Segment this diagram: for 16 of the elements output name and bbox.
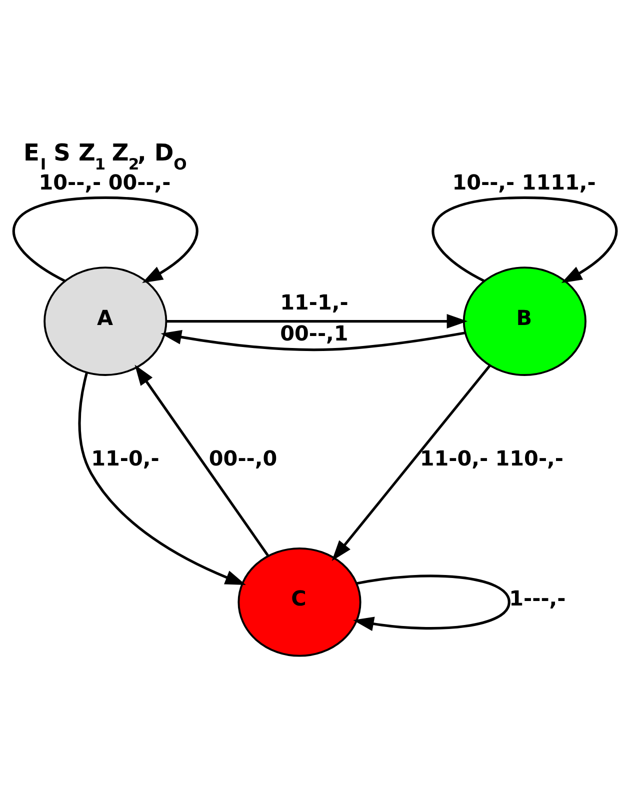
- edge-label: 00--,0: [208, 446, 278, 470]
- arrow: [166, 314, 468, 329]
- arrow: [12, 196, 198, 284]
- arrow: [332, 364, 491, 561]
- edge-label: 11-0,-: [91, 446, 160, 470]
- edge-label: 11-0,- 110-,-: [420, 446, 564, 470]
- arrow: [353, 574, 510, 631]
- edge-label: 11-1,-: [280, 290, 348, 314]
- arrow: [134, 364, 270, 557]
- node-ellipse: C: [238, 547, 362, 657]
- arrow: [160, 330, 466, 352]
- edge-label: 1---,-: [509, 586, 566, 611]
- arrow: [432, 196, 618, 284]
- edge-label: 10--,- 1111,-: [452, 170, 596, 195]
- edge-label: 00--,1: [280, 321, 348, 346]
- arrow: [78, 372, 246, 585]
